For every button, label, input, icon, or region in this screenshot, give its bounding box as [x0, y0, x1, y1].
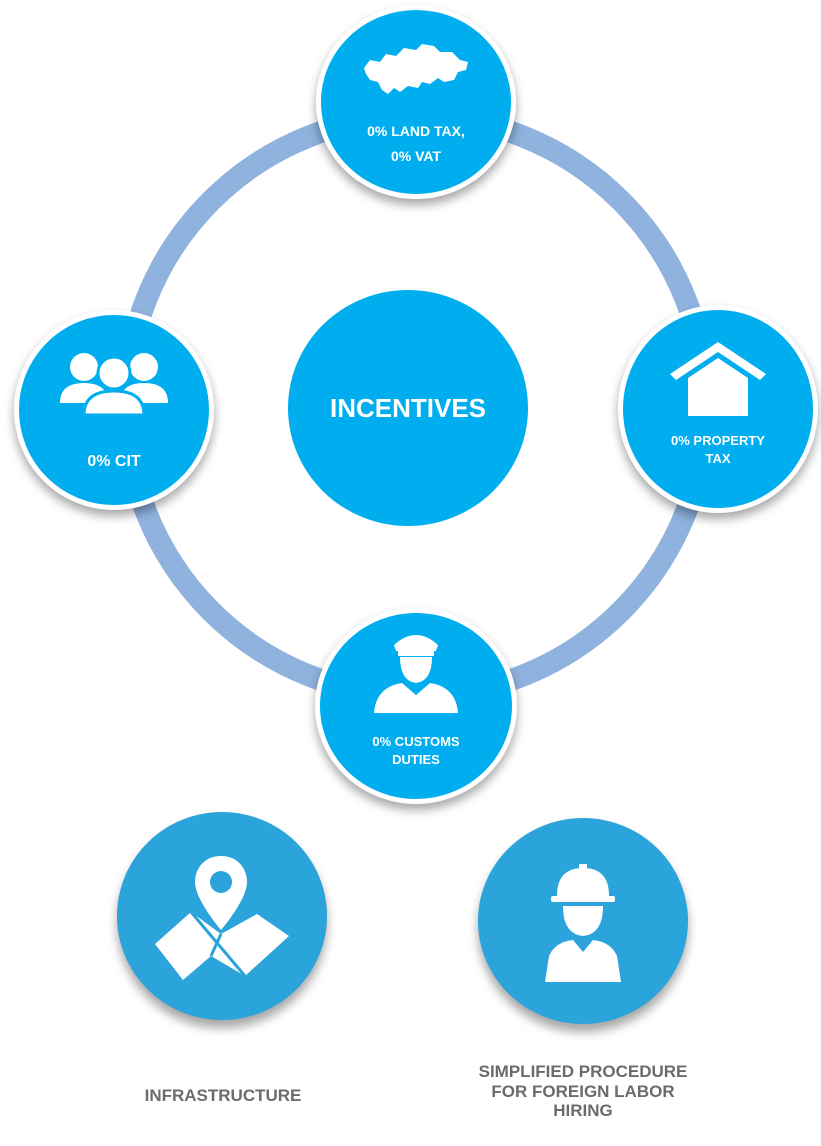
- infrastructure-circle: [117, 812, 327, 1020]
- labor-label-line1: SIMPLIFIED PROCEDURE: [478, 1062, 688, 1081]
- labor-label: SIMPLIFIED PROCEDURE FOR FOREIGN LABOR H…: [452, 1062, 714, 1121]
- people-group-icon: [60, 353, 168, 415]
- node-bottom-line1: 0% CUSTOMS: [372, 734, 460, 749]
- node-cit: 0% CIT: [14, 310, 214, 510]
- construction-worker-icon: [545, 864, 621, 982]
- node-right-line2: TAX: [705, 450, 731, 466]
- labor-label-line2: FOR FOREIGN LABOR: [491, 1081, 675, 1101]
- labor-circle: [478, 818, 688, 1024]
- node-bottom-line2: DUTIES: [392, 751, 440, 767]
- node-land-tax-vat: 0% LAND TAX, 0% VAT: [316, 5, 516, 199]
- node-right-line1: 0% PROPERTY: [671, 433, 765, 448]
- infrastructure-label: INFRASTRUCTURE: [144, 1086, 302, 1105]
- node-top-line1: 0% LAND TAX,: [367, 123, 465, 139]
- center-incentives-circle: INCENTIVES: [288, 290, 528, 526]
- node-top-line2: 0% VAT: [390, 147, 442, 164]
- kazakhstan-map-icon: [364, 44, 468, 94]
- map-pin-icon: [155, 856, 289, 980]
- node-property-tax: 0% PROPERTY TAX: [618, 305, 818, 513]
- customs-officer-icon: [374, 635, 458, 713]
- house-icon: [670, 342, 766, 416]
- center-label: INCENTIVES: [329, 392, 487, 423]
- node-customs-duties: 0% CUSTOMS DUTIES: [315, 608, 517, 804]
- labor-label-line3: HIRING: [553, 1101, 613, 1121]
- node-left-line1: 0% CIT: [87, 453, 141, 470]
